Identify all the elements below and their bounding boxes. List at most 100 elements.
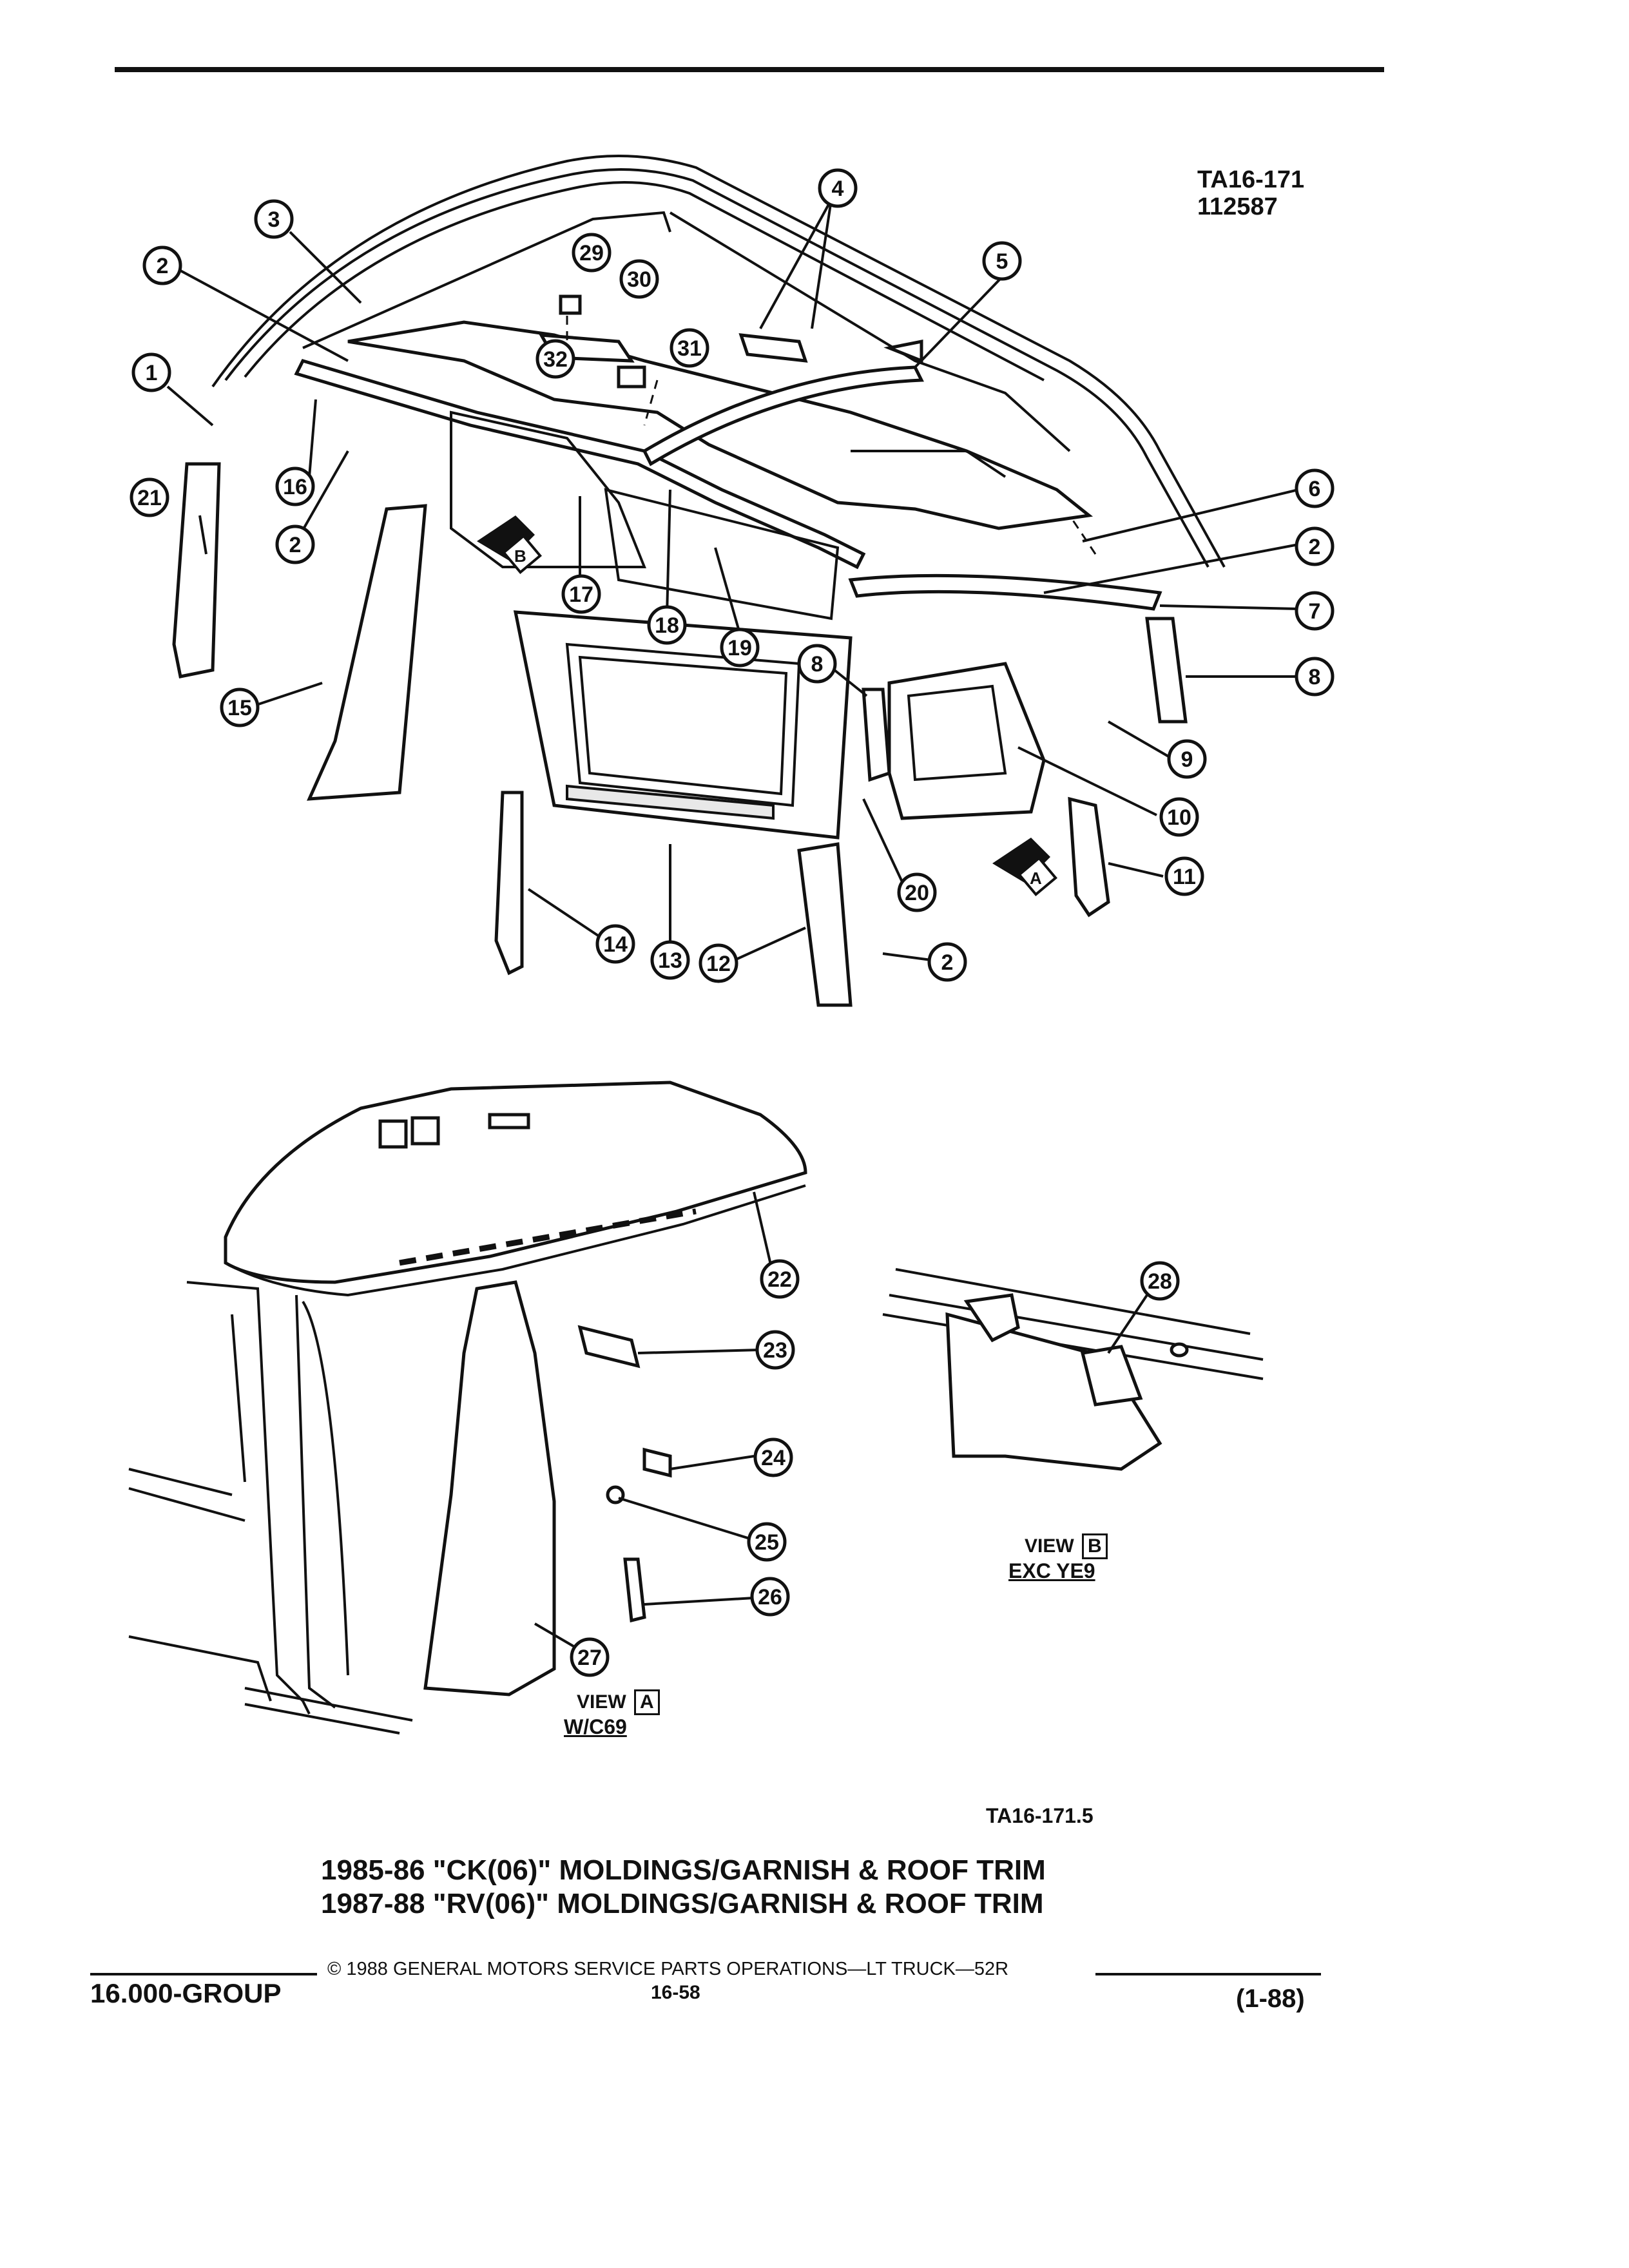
svg-text:2: 2 — [941, 950, 954, 975]
svg-text:28: 28 — [1148, 1269, 1172, 1294]
callout-10: 10 — [1159, 797, 1199, 837]
callout-23: 23 — [755, 1330, 795, 1370]
callout-12: 12 — [699, 943, 738, 983]
callout-15: 15 — [220, 687, 260, 727]
view-marker-b: B — [477, 515, 542, 574]
svg-text:11: 11 — [1173, 865, 1196, 889]
callout-17: 17 — [561, 574, 601, 614]
callout-29: 29 — [572, 233, 612, 273]
quarter-trim-view-b — [882, 1268, 1264, 1471]
figure-ref-top-sub: 112587 — [1197, 193, 1278, 220]
view-b-label: VIEW B — [1025, 1533, 1108, 1559]
svg-text:17: 17 — [569, 582, 593, 607]
svg-text:9: 9 — [1181, 747, 1193, 772]
callout-8: 8 — [1295, 657, 1335, 697]
callout-14: 14 — [595, 924, 635, 964]
top-rule — [115, 67, 1384, 72]
callout-4: 4 — [818, 168, 858, 208]
callout-2d: 2 — [275, 524, 315, 564]
svg-text:20: 20 — [905, 881, 929, 905]
callout-5: 5 — [982, 241, 1022, 281]
svg-text:26: 26 — [758, 1585, 782, 1610]
svg-text:25: 25 — [755, 1530, 779, 1555]
svg-text:32: 32 — [543, 347, 568, 372]
footer-page-number: 16-58 — [651, 1982, 700, 2003]
view-b-letter-box: B — [1082, 1533, 1108, 1559]
svg-text:6: 6 — [1309, 477, 1321, 501]
marker-b-letter: B — [514, 546, 526, 566]
leader-lines-top — [166, 199, 1299, 961]
page-title-line-1: 1985-86 "CK(06)" MOLDINGS/GARNISH & ROOF… — [321, 1854, 1046, 1886]
callout-3: 3 — [254, 199, 294, 239]
callout-32: 32 — [535, 339, 575, 379]
clip-hardware-view-a — [577, 1325, 672, 1623]
view-a-label: VIEW A — [577, 1689, 660, 1715]
marker-a-letter: A — [1030, 869, 1042, 888]
svg-text:15: 15 — [227, 696, 252, 720]
rear-window-panel — [513, 610, 853, 840]
view-a-word: VIEW — [577, 1691, 626, 1713]
svg-text:3: 3 — [268, 207, 280, 232]
callout-8b: 8 — [797, 644, 837, 684]
callout-20: 20 — [897, 872, 937, 912]
callout-2: 2 — [142, 245, 182, 285]
footer-rule-left — [90, 1973, 317, 1975]
view-a-note: W/C69 — [564, 1715, 627, 1738]
callout-1: 1 — [131, 352, 171, 392]
svg-text:18: 18 — [655, 613, 679, 638]
callout-16: 16 — [275, 466, 315, 506]
callout-31: 31 — [670, 328, 709, 368]
footer-group: 16.000-GROUP — [90, 1978, 282, 2008]
callout-2b: 2 — [1295, 526, 1335, 566]
svg-text:21: 21 — [137, 486, 162, 510]
callout-27: 27 — [570, 1637, 610, 1677]
callout-24: 24 — [753, 1437, 793, 1477]
svg-text:10: 10 — [1167, 805, 1191, 830]
svg-text:24: 24 — [761, 1446, 786, 1470]
callout-22: 22 — [760, 1259, 800, 1299]
svg-text:1: 1 — [146, 361, 158, 385]
svg-text:12: 12 — [706, 952, 731, 976]
svg-text:29: 29 — [579, 241, 604, 265]
callout-30: 30 — [619, 259, 659, 299]
svg-text:7: 7 — [1309, 599, 1321, 624]
pillar-trims — [172, 462, 1188, 1007]
side-windows — [450, 410, 840, 620]
callout-28: 28 — [1140, 1261, 1180, 1301]
roof-rail-moldings — [294, 359, 1162, 611]
leader-lines-view-a — [534, 1191, 775, 1648]
callout-21: 21 — [130, 477, 169, 517]
callouts: 1 2 3 4 5 6 2 7 8 9 10 11 2 12 13 14 15 … — [130, 168, 1335, 1677]
callout-19: 19 — [720, 628, 760, 668]
cab-door-opening — [128, 1281, 413, 1735]
headliner-view-a — [224, 1081, 807, 1297]
svg-text:8: 8 — [811, 652, 824, 677]
svg-text:13: 13 — [658, 948, 682, 973]
svg-text:23: 23 — [763, 1338, 787, 1363]
svg-text:2: 2 — [157, 254, 169, 278]
callout-6: 6 — [1295, 468, 1335, 508]
svg-text:8: 8 — [1309, 665, 1321, 689]
callout-26: 26 — [750, 1577, 790, 1617]
svg-text:2: 2 — [1309, 535, 1321, 559]
footer-copyright: © 1988 GENERAL MOTORS SERVICE PARTS OPER… — [327, 1959, 1009, 1979]
callout-7: 7 — [1295, 591, 1335, 631]
figure-ref-top: TA16-171 — [1197, 166, 1305, 193]
callout-18: 18 — [647, 605, 687, 645]
figure-ref-bottom: TA16-171.5 — [986, 1804, 1094, 1827]
view-b-word: VIEW — [1025, 1535, 1074, 1557]
view-a-letter-box: A — [634, 1689, 660, 1715]
svg-text:16: 16 — [283, 475, 307, 499]
svg-text:22: 22 — [767, 1267, 792, 1292]
page-title-line-2: 1987-88 "RV(06)" MOLDINGS/GARNISH & ROOF… — [321, 1888, 1044, 1919]
b-pillar-trim-view-a — [423, 1280, 556, 1696]
svg-text:14: 14 — [603, 932, 628, 957]
quarter-trim-panel — [887, 662, 1046, 820]
callout-25: 25 — [747, 1522, 787, 1562]
callout-11: 11 — [1164, 856, 1204, 896]
view-b-note: EXC YE9 — [1008, 1559, 1095, 1582]
footer-date-code: (1-88) — [1236, 1984, 1305, 2013]
callout-13: 13 — [650, 940, 690, 980]
svg-text:19: 19 — [728, 636, 752, 660]
